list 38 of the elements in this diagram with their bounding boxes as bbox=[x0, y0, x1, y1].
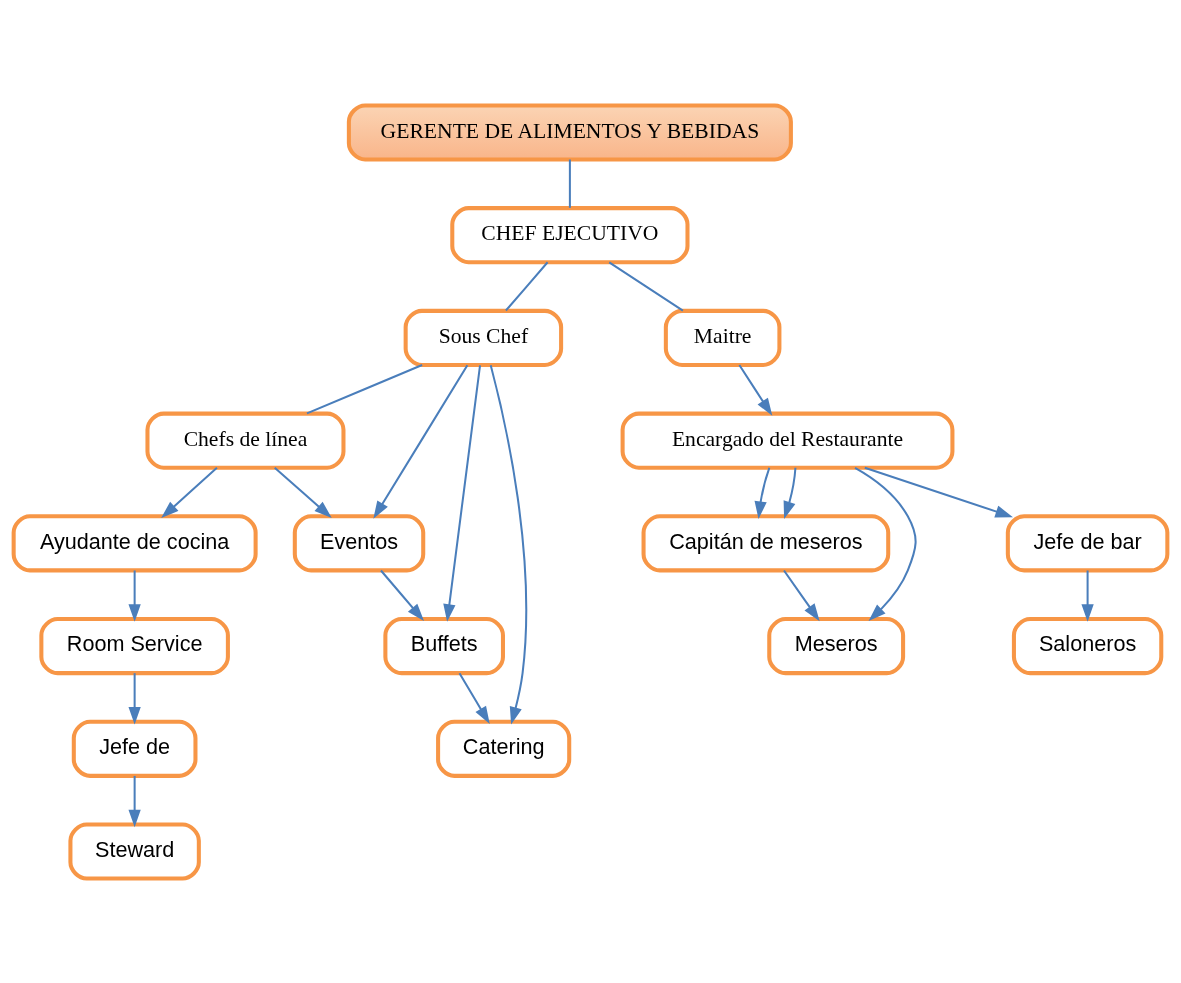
node-box: Sous Chef bbox=[403, 308, 564, 367]
arrow bbox=[458, 672, 490, 724]
connector bbox=[568, 159, 571, 208]
arrow bbox=[864, 466, 1013, 517]
connector bbox=[608, 260, 684, 311]
node-box: Maitre bbox=[663, 308, 782, 367]
arrow bbox=[754, 466, 771, 519]
arrow bbox=[783, 569, 820, 621]
node-box: Catering bbox=[436, 719, 572, 778]
arrow bbox=[128, 775, 141, 827]
node-box: Chefs de línea bbox=[145, 411, 346, 470]
node-box: Buffets bbox=[383, 616, 505, 675]
arrow bbox=[738, 363, 773, 416]
node-box: Room Service bbox=[39, 616, 230, 675]
node-box: CHEF EJECUTIVO bbox=[450, 205, 690, 264]
arrow bbox=[373, 364, 469, 519]
arrow bbox=[161, 466, 218, 518]
arrow bbox=[489, 364, 528, 725]
node-box: Capitán de meseros bbox=[641, 513, 891, 572]
node-box: Eventos bbox=[292, 513, 426, 572]
connector bbox=[306, 363, 423, 414]
node-box: Saloneros bbox=[1011, 616, 1164, 675]
node-box: Steward bbox=[68, 822, 201, 881]
node-box: Jefe de bbox=[71, 719, 198, 778]
arrow bbox=[443, 364, 482, 622]
arrow bbox=[1081, 570, 1094, 622]
node-box: Meseros bbox=[767, 616, 906, 675]
arrow bbox=[128, 570, 141, 622]
connector bbox=[505, 261, 549, 311]
arrow bbox=[854, 466, 917, 621]
arrow bbox=[128, 672, 141, 725]
node-box: Ayudante de cocina bbox=[11, 513, 258, 572]
node-box: GERENTE DE ALIMENTOS Y BEBIDAS bbox=[346, 102, 793, 161]
arrow bbox=[380, 569, 424, 621]
node-box: Jefe de bar bbox=[1005, 513, 1170, 572]
arrow bbox=[783, 467, 797, 519]
arrow bbox=[274, 466, 332, 518]
node-box: Encargado del Restaurante bbox=[620, 411, 955, 470]
